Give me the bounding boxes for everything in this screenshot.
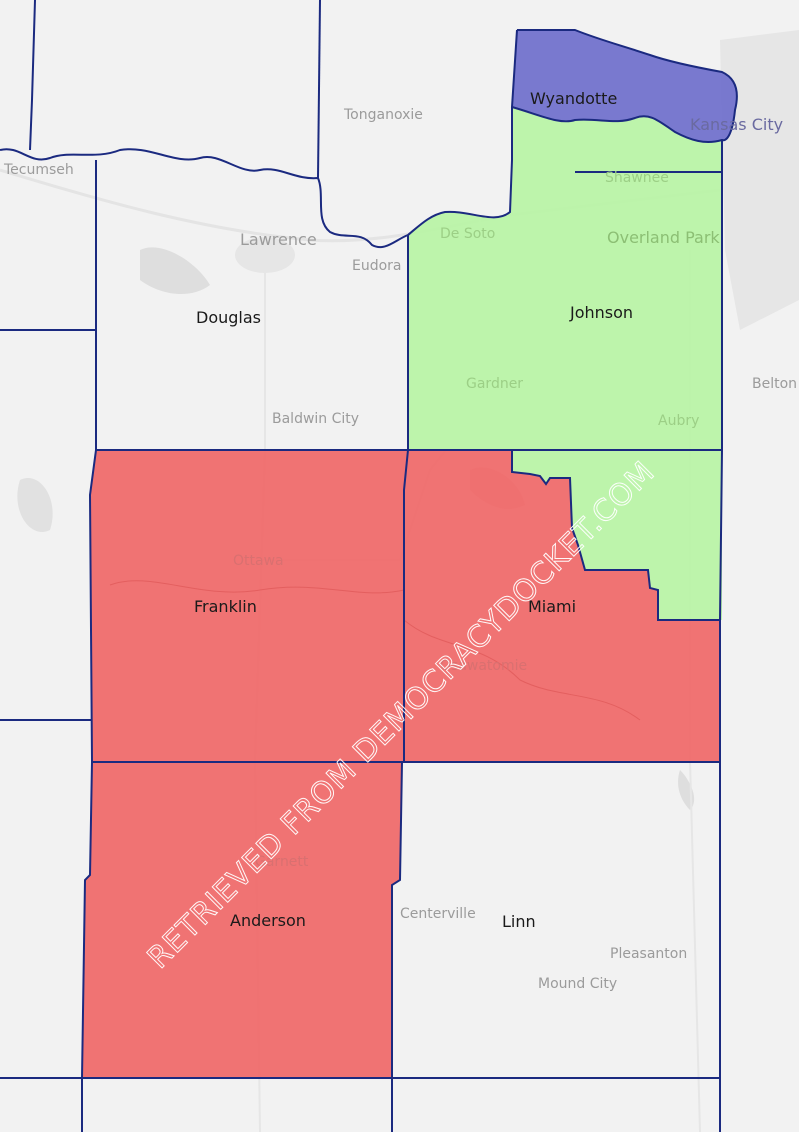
boundary-west-column [81, 160, 97, 1132]
county-fill-anderson [82, 762, 402, 1078]
county-label-linn: Linn [502, 912, 536, 931]
place-label: Osawatomie [440, 658, 527, 674]
boundary-kansas-river [0, 107, 513, 249]
place-label: Garnett [255, 854, 309, 870]
district-fills [82, 30, 737, 1078]
river-pottawatomie [403, 619, 641, 721]
place-label: Baldwin City [272, 411, 359, 427]
place-label: Ottawa [233, 553, 284, 569]
county-label-miami: Miami [528, 597, 576, 616]
county-labels: Wyandotte Johnson Douglas Franklin Miami… [194, 89, 633, 931]
boundary-state-line [719, 140, 723, 1132]
county-fill-miami [404, 450, 720, 762]
lake-west [17, 478, 53, 532]
place-label: Eudora [352, 258, 402, 274]
boundary-jefferson-leavenworth [317, 0, 321, 179]
county-label-johnson: Johnson [569, 303, 633, 322]
place-label: Gardner [466, 376, 523, 392]
place-label: Kansas City [690, 115, 783, 134]
boundary-district-split [511, 450, 720, 621]
boundary-jefferson-west [29, 0, 36, 151]
district-blue-fill [512, 30, 737, 143]
county-label-anderson: Anderson [230, 911, 306, 930]
place-label: Mound City [538, 976, 617, 992]
county-label-franklin: Franklin [194, 597, 257, 616]
place-labels: Tonganoxie Kansas City Tecumseh Shawnee … [3, 107, 797, 992]
place-label: Lawrence [240, 230, 317, 249]
place-label: Tecumseh [3, 162, 74, 178]
rivers [109, 580, 641, 721]
place-label: De Soto [440, 226, 495, 242]
urban-area-kc [720, 30, 799, 330]
place-label: Overland Park [607, 228, 720, 247]
place-label: Pleasanton [610, 946, 687, 962]
place-label: Aubry [658, 413, 699, 429]
river-marais-des-cygnes [109, 580, 405, 594]
place-label: Tonganoxie [343, 107, 423, 123]
lake-clinton [140, 247, 210, 295]
county-label-wyandotte: Wyandotte [530, 89, 617, 108]
place-label: Belton [752, 376, 797, 392]
county-boundaries [0, 0, 738, 1132]
county-fill-franklin [90, 450, 408, 762]
place-label: Shawnee [605, 170, 669, 186]
district-green-fill [408, 107, 722, 620]
place-label: Centerville [400, 906, 476, 922]
county-label-douglas: Douglas [196, 308, 261, 327]
